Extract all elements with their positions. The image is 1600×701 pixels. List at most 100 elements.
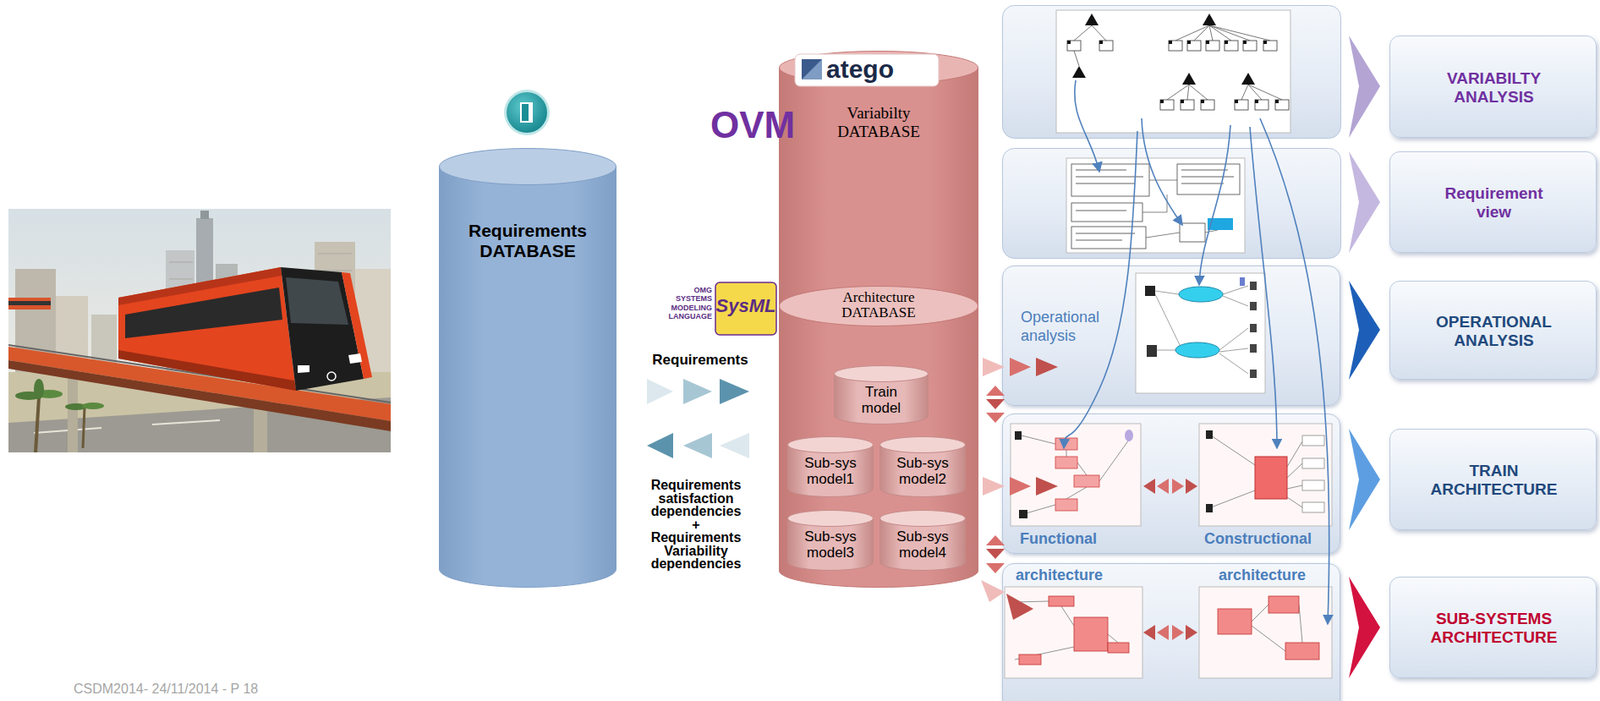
text-slot: OMG SYSTEMS MODELING LANGUAGE xyxy=(664,285,713,321)
feature-model-screenshot-part-part xyxy=(1224,40,1239,51)
red-flow-triangles-part xyxy=(980,580,1005,603)
cylinder-top xyxy=(779,286,979,327)
constructional-screenshots-part xyxy=(1205,430,1213,439)
flow-triangles-part xyxy=(646,432,674,459)
feature-model-screenshot-part xyxy=(1067,40,1289,110)
train-illustration-part xyxy=(341,272,373,379)
train-illustration-part xyxy=(297,365,310,373)
train-illustration-part xyxy=(8,301,51,306)
red-flow-triangles-part xyxy=(1185,478,1198,494)
requirement-screenshot-part xyxy=(1142,180,1218,238)
train-illustration-part xyxy=(327,372,336,381)
text-slot: VARIABILTY ANALYSIS xyxy=(1426,69,1562,107)
train-illustration-part xyxy=(118,267,282,306)
view-panel: Operational analysis xyxy=(1002,265,1341,406)
use-case-screenshot xyxy=(1135,273,1266,394)
feature-model-screenshot-part xyxy=(1067,40,1279,104)
node-text: Sub-sys model3 xyxy=(792,529,869,561)
feature-model-screenshot-part xyxy=(1241,72,1255,85)
train-illustration-part xyxy=(33,378,44,400)
red-flow-triangles-part xyxy=(986,385,1005,396)
train-illustration-part xyxy=(200,210,209,220)
node-text: VARIABILTY ANALYSIS xyxy=(1426,69,1562,107)
logo-text: SysML xyxy=(715,295,777,317)
requirement-screenshot-part-part xyxy=(1075,232,1135,235)
requirement-screenshot-part-part xyxy=(1075,209,1127,212)
train-illustration-part xyxy=(8,372,391,453)
view-label-box: SUB-SYSTEMS ARCHITECTURE xyxy=(1389,576,1597,679)
atego-logo-part xyxy=(794,54,939,87)
view-panel: architecturearchitecture xyxy=(1002,563,1341,701)
train-illustration-part xyxy=(253,394,268,453)
feature-model-screenshot-part-part xyxy=(1243,40,1257,51)
train-illustration xyxy=(8,208,391,453)
train-illustration-part xyxy=(280,267,364,391)
model-cylinder: Sub-sys model2 xyxy=(879,436,966,498)
red-flow-triangles-part xyxy=(986,535,1005,546)
train-illustration-part xyxy=(285,277,349,325)
feature-model-screenshot-part-part xyxy=(1205,40,1220,51)
node-text: Variabilty DATABASE xyxy=(815,104,943,142)
functional-screenshots-part xyxy=(1124,429,1134,442)
train-illustration-part xyxy=(8,346,391,422)
text-slot: Constructional xyxy=(1204,530,1332,549)
text-slot: Sub-sys model3 xyxy=(792,529,869,561)
train-illustration-part xyxy=(348,353,362,364)
text-slot: TRAIN ARCHITECTURE xyxy=(1426,461,1562,499)
functional-screenshots-part-part xyxy=(1055,438,1078,450)
functional-screenshots-part-part xyxy=(1048,596,1074,607)
red-flow-triangles-part xyxy=(1185,624,1198,641)
feature-model-screenshot-part-part xyxy=(1168,40,1183,51)
constructional-screenshots-part-part xyxy=(1302,480,1325,491)
red-flow-triangles-part xyxy=(1156,624,1169,641)
train-illustration-part xyxy=(67,363,78,453)
logo-text: atego xyxy=(826,54,894,85)
train-illustration-part xyxy=(8,208,391,453)
text-slot: architecture xyxy=(1218,566,1337,586)
text-slot: CSDM2014- 24/11/2014 - P 18 xyxy=(73,681,258,697)
feature-model-screenshot-part-part xyxy=(1099,40,1103,44)
requirement-screenshot-part-part xyxy=(1181,182,1224,185)
requirement-screenshot-part-part xyxy=(1179,223,1206,242)
functional-screenshots-part-part xyxy=(1055,456,1078,469)
atego-logo-part xyxy=(801,59,822,80)
use-case-screenshot-part-part xyxy=(1249,369,1257,379)
flow-label: Requirements xyxy=(639,351,762,369)
model-cylinder: Sub-sys model1 xyxy=(787,436,874,498)
requirement-screenshot-part-part xyxy=(1075,239,1123,242)
constructional-screenshots-part-part xyxy=(1268,596,1299,614)
feature-model-screenshot-part-part xyxy=(1067,40,1071,44)
train-illustration-part xyxy=(35,389,63,399)
functional-screenshots-part-part xyxy=(1073,475,1100,488)
requirement-screenshot-part-part xyxy=(1177,164,1240,195)
functional-screenshots xyxy=(1004,423,1143,679)
cylinder-top xyxy=(788,437,874,454)
door-icon-part xyxy=(521,104,529,121)
traceability-arrows-part xyxy=(1074,80,1100,172)
view-panels-part xyxy=(1002,148,1342,259)
train-illustration-part xyxy=(215,263,238,375)
node-text: Requirement view xyxy=(1426,184,1562,222)
red-flow-triangles-part xyxy=(986,548,1005,559)
functional-screenshots-part xyxy=(1004,586,1143,679)
cylinder-top xyxy=(439,148,617,186)
text-slot: OPERATIONAL ANALYSIS xyxy=(1426,312,1562,351)
text-slot: Requirements xyxy=(639,351,762,369)
feature-model-screenshot-part-part xyxy=(1263,40,1267,44)
train-illustration-part xyxy=(196,218,214,375)
constructional-screenshots xyxy=(1199,423,1332,679)
view-panels xyxy=(1002,5,1342,259)
flow-triangles-part xyxy=(683,432,713,459)
feature-model-screenshot-part-part xyxy=(1187,40,1201,51)
traceability-arrows-part xyxy=(1249,126,1277,449)
feature-model-screenshot-part-part xyxy=(1205,40,1210,44)
node-text: Sub-sys model2 xyxy=(884,455,961,488)
use-case-screenshot-part xyxy=(1135,273,1266,394)
functional-screenshots-part xyxy=(1014,431,1022,440)
text-slot: SUB-SYSTEMS ARCHITECTURE xyxy=(1426,609,1562,647)
text-slot: Requirements satisfaction dependencies +… xyxy=(646,478,746,571)
red-flow-triangles-part xyxy=(1009,476,1031,496)
feature-model-screenshot-part xyxy=(1084,13,1099,26)
node-text: Sub-sys model4 xyxy=(884,529,961,561)
requirement-screenshot-part-part xyxy=(1071,226,1146,249)
